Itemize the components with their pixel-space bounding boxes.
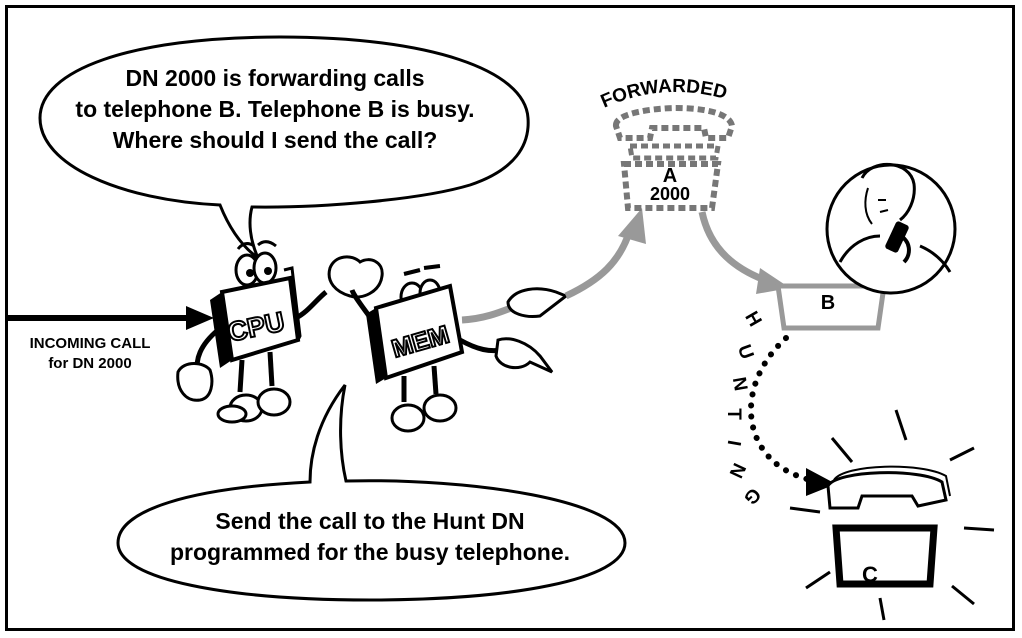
telephone-a-letter: A bbox=[662, 165, 678, 187]
telephone-a-dn: 2000 bbox=[649, 184, 691, 204]
incoming-call-arrow bbox=[8, 306, 214, 330]
telephone-c bbox=[789, 409, 995, 621]
incoming-call-label: INCOMING CALL for DN 2000 bbox=[10, 334, 170, 374]
incoming-line-2: for DN 2000 bbox=[48, 355, 132, 372]
top-bubble-line: Where should I send the call? bbox=[112, 127, 438, 153]
bottom-speech-bubble bbox=[116, 384, 627, 602]
bottom-bubble-text: Send the call to the Hunt DN programmed … bbox=[120, 506, 620, 568]
top-bubble-text: DN 2000 is forwarding calls to telephone… bbox=[40, 63, 510, 156]
mem-character bbox=[327, 255, 554, 433]
top-speech-bubble bbox=[38, 35, 530, 263]
top-bubble-line: DN 2000 is forwarding calls bbox=[125, 65, 425, 91]
telephone-a bbox=[613, 104, 736, 211]
cpu-character bbox=[176, 240, 328, 424]
incoming-line-1: INCOMING CALL bbox=[29, 335, 151, 352]
hunting-arrow bbox=[748, 335, 836, 496]
telephone-c-letter: C bbox=[862, 562, 878, 587]
forward-arrow-to-a bbox=[461, 208, 646, 324]
diagram-frame bbox=[5, 5, 1015, 631]
telephone-b bbox=[775, 251, 887, 331]
top-bubble-line: to telephone B. Telephone B is busy. bbox=[75, 96, 475, 122]
bottom-bubble-line: programmed for the busy telephone. bbox=[170, 539, 570, 565]
telephone-b-letter: B bbox=[820, 292, 836, 314]
forward-arrow-to-b bbox=[698, 211, 790, 294]
person-on-phone bbox=[825, 163, 957, 295]
bottom-bubble-line: Send the call to the Hunt DN bbox=[215, 508, 525, 534]
